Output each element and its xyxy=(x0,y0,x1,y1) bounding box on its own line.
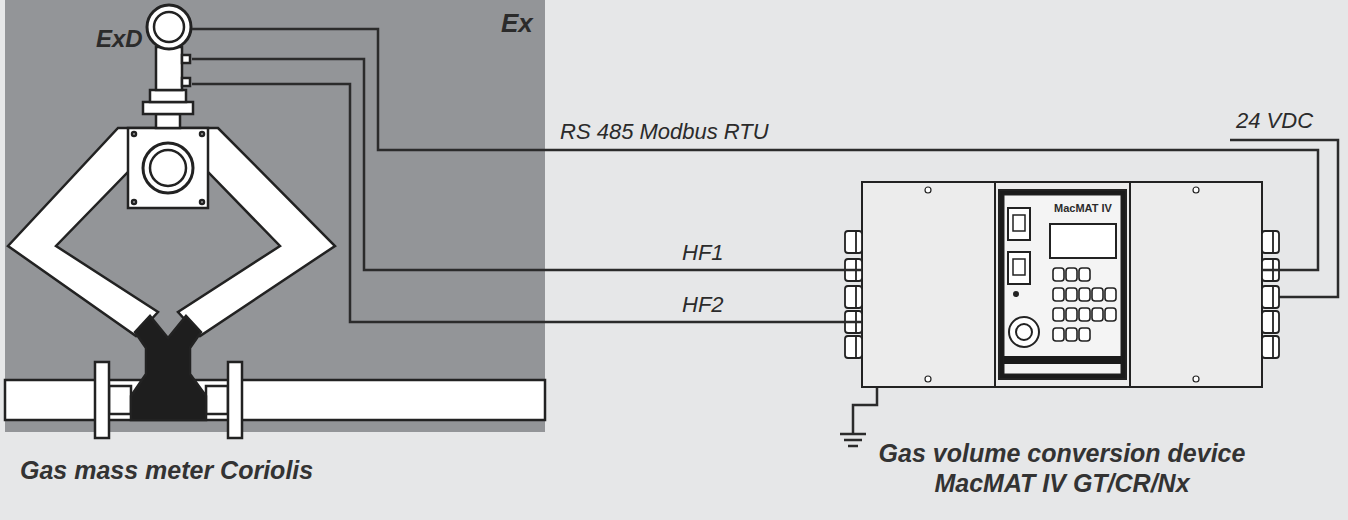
gland-ridge xyxy=(855,336,857,358)
transmitter-head: ExD xyxy=(146,4,192,96)
panel-divider xyxy=(1129,182,1131,387)
screw xyxy=(132,200,136,204)
gland xyxy=(845,286,862,308)
conversion-device: MacMAT IVGas volume conversion device Ma… xyxy=(862,182,1262,387)
key xyxy=(1053,288,1064,301)
signal-wire xyxy=(192,84,862,322)
gland-ridge xyxy=(855,231,857,253)
cable-entry xyxy=(182,78,190,86)
protection-label: ExD xyxy=(96,25,143,54)
housing xyxy=(862,182,1262,387)
transmitter-head xyxy=(147,5,191,49)
key xyxy=(1079,328,1090,341)
key xyxy=(1066,288,1077,301)
flange xyxy=(228,362,242,438)
manifold xyxy=(131,316,206,420)
front-panel xyxy=(1004,195,1121,374)
gland-ridge xyxy=(855,286,857,308)
gland xyxy=(1262,311,1279,333)
sensor-housing xyxy=(128,128,208,208)
pipe-neck xyxy=(109,386,131,414)
signal-label: HF2 xyxy=(682,292,724,318)
gland-ridge xyxy=(1272,311,1274,333)
key xyxy=(1079,308,1090,321)
gland xyxy=(1262,231,1279,253)
gland-ridge xyxy=(1272,286,1274,308)
coupling xyxy=(156,114,180,128)
sensor-window xyxy=(143,143,193,193)
usb-port xyxy=(1008,252,1030,284)
front-strip xyxy=(1004,356,1121,364)
gland-ridge xyxy=(1272,336,1274,358)
gland-ridge xyxy=(1272,231,1274,253)
cable-glands xyxy=(845,231,1279,358)
screw xyxy=(1193,376,1199,382)
ground-wire xyxy=(853,387,877,434)
screws xyxy=(925,187,1199,382)
supply-label: 24 VDC xyxy=(1236,108,1313,134)
key xyxy=(1079,288,1090,301)
zone-label: Ex xyxy=(501,8,533,39)
key xyxy=(1105,308,1116,321)
ex-zone xyxy=(5,0,545,432)
device-name: MacMAT IV xyxy=(1050,202,1116,215)
screw xyxy=(132,132,136,136)
cable-entry xyxy=(182,55,190,63)
screw xyxy=(200,200,204,204)
pipe-neck xyxy=(206,386,228,414)
key xyxy=(1092,288,1103,301)
gland xyxy=(845,336,862,358)
knob-center xyxy=(1016,324,1032,340)
signal-wire xyxy=(192,59,862,270)
port-socket xyxy=(1013,259,1025,275)
pipe xyxy=(5,380,545,420)
key xyxy=(1066,328,1077,341)
measuring-tubes xyxy=(8,128,335,336)
lcd xyxy=(1050,224,1116,258)
screw xyxy=(925,376,931,382)
key xyxy=(1053,268,1064,281)
transmitter-neck xyxy=(156,47,182,90)
gland xyxy=(1262,336,1279,358)
supply-wire xyxy=(840,140,1338,446)
key xyxy=(1079,268,1090,281)
key xyxy=(1092,308,1103,321)
signal-wire xyxy=(192,29,1318,270)
led xyxy=(1014,292,1018,296)
gland xyxy=(1262,286,1279,308)
ex-zone-region: ExGas mass meter CoriolisExD xyxy=(5,0,545,432)
screw xyxy=(925,187,931,193)
coupling xyxy=(150,90,186,102)
device-caption: Gas mass meter Coriolis xyxy=(20,455,313,485)
key xyxy=(1105,288,1116,301)
coupling xyxy=(143,102,193,114)
knob xyxy=(1009,317,1039,347)
key xyxy=(1066,268,1077,281)
ground-symbol xyxy=(844,439,862,442)
key xyxy=(1053,328,1064,341)
signal-label: HF1 xyxy=(682,240,724,266)
port-socket xyxy=(1013,215,1025,231)
panel-divider xyxy=(994,182,996,387)
conversion-device xyxy=(845,182,1279,387)
ethernet-port xyxy=(1008,208,1030,240)
ground-symbol xyxy=(848,445,858,448)
gland xyxy=(845,231,862,253)
device-caption: Gas volume conversion device MacMAT IV G… xyxy=(842,438,1282,498)
flange xyxy=(95,362,109,438)
sensor-window xyxy=(150,150,186,186)
key xyxy=(1066,308,1077,321)
screw xyxy=(1193,187,1199,193)
keypad xyxy=(1053,268,1116,341)
bus-label: RS 485 Modbus RTU xyxy=(560,119,769,145)
coriolis-meter xyxy=(5,5,545,438)
transmitter-window xyxy=(154,12,184,42)
screw xyxy=(200,132,204,136)
front-frame xyxy=(999,190,1126,379)
key xyxy=(1053,308,1064,321)
ground-symbol xyxy=(840,433,866,436)
